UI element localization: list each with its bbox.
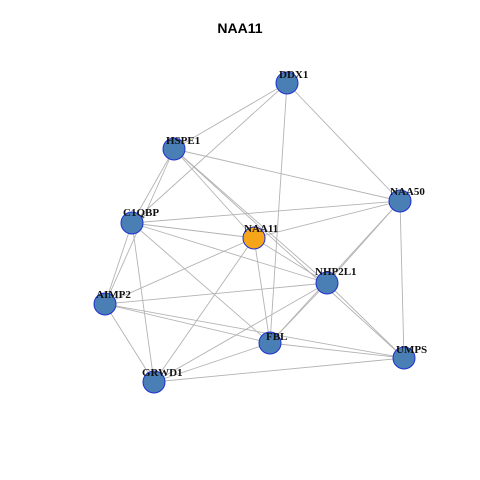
edge-nhp2l1-umps <box>326 282 405 359</box>
node-label-ddx1: DDX1 <box>279 69 308 81</box>
edge-c1qbp-naa11 <box>131 222 255 239</box>
edge-naa11-grwd1 <box>153 237 255 383</box>
edge-c1qbp-grwd1 <box>131 222 155 383</box>
edge-naa11-fbl <box>253 237 271 344</box>
node-c1qbp <box>120 211 144 235</box>
node-naa11 <box>242 226 266 250</box>
node-label-nhp2l1: NHP2L1 <box>315 266 357 278</box>
edge-hspe1-nhp2l1 <box>173 148 328 284</box>
edge-c1qbp-fbl <box>131 222 271 344</box>
edge-ddx1-naa50 <box>286 82 401 202</box>
edge-ddx1-hspe1 <box>173 82 288 150</box>
node-ddx1 <box>275 71 299 95</box>
edge-c1qbp-nhp2l1 <box>131 222 328 284</box>
edge-naa50-umps <box>399 200 405 359</box>
edge-aimp2-umps <box>104 303 405 359</box>
node-label-naa11: NAA11 <box>244 223 278 235</box>
node-grwd1 <box>142 370 166 394</box>
node-fbl <box>258 331 282 355</box>
node-label-fbl: FBL <box>266 331 287 343</box>
edge-aimp2-fbl <box>104 303 271 344</box>
edge-ddx1-fbl <box>269 82 288 344</box>
node-layer <box>93 71 416 394</box>
edge-hspe1-naa11 <box>173 148 255 239</box>
node-hspe1 <box>162 137 186 161</box>
node-naa50 <box>388 189 412 213</box>
edge-fbl-grwd1 <box>153 342 271 383</box>
edge-nhp2l1-fbl <box>269 282 328 344</box>
node-label-grwd1: GRWD1 <box>142 367 183 379</box>
node-label-aimp2: AIMP2 <box>96 289 131 301</box>
graph-title: NAA11 <box>217 20 263 36</box>
node-label-umps: UMPS <box>396 344 427 356</box>
edge-c1qbp-naa50 <box>131 200 401 224</box>
edge-ddx1-c1qbp <box>131 82 288 224</box>
node-umps <box>392 346 416 370</box>
edge-naa50-naa11 <box>253 200 401 239</box>
node-label-hspe1: HSPE1 <box>166 135 200 147</box>
edge-naa50-fbl <box>269 200 401 344</box>
node-aimp2 <box>93 292 117 316</box>
edge-nhp2l1-aimp2 <box>104 282 328 305</box>
edge-hspe1-umps <box>173 148 405 359</box>
edge-naa11-aimp2 <box>104 237 255 305</box>
node-nhp2l1 <box>315 271 339 295</box>
edge-hspe1-c1qbp <box>131 148 175 224</box>
edge-layer <box>104 82 405 383</box>
edge-c1qbp-aimp2 <box>104 222 133 305</box>
edge-aimp2-grwd1 <box>104 303 155 383</box>
edge-hspe1-naa50 <box>173 148 401 202</box>
edge-naa11-nhp2l1 <box>253 237 328 284</box>
edge-fbl-umps <box>269 342 405 359</box>
edge-nhp2l1-grwd1 <box>153 282 328 383</box>
edge-grwd1-umps <box>153 357 405 383</box>
node-label-c1qbp: C1QBP <box>123 207 159 219</box>
node-label-naa50: NAA50 <box>390 186 425 198</box>
